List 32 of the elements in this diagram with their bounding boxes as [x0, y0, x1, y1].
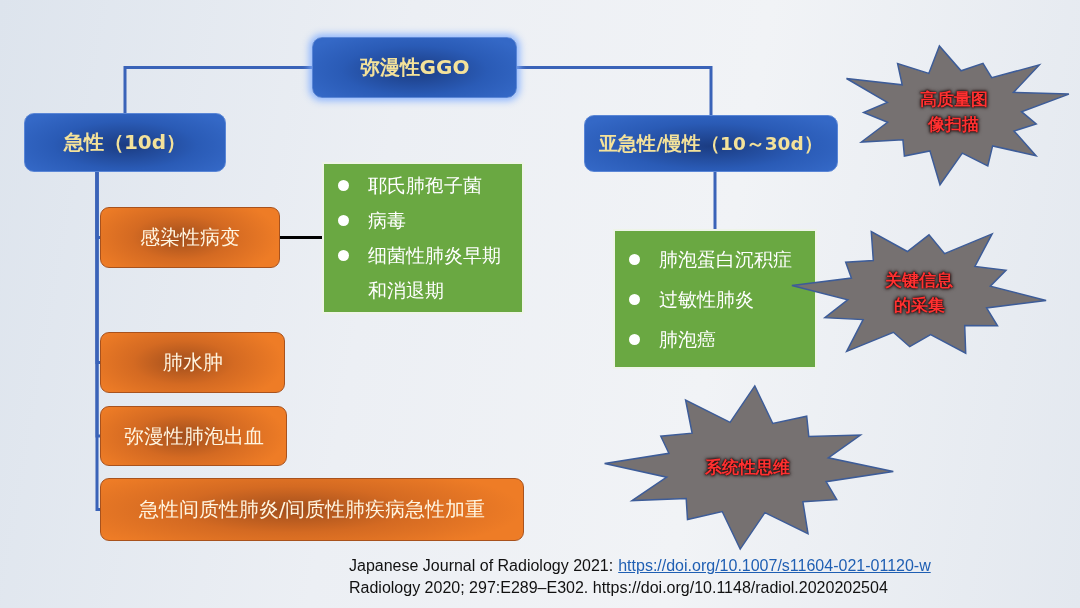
list-item: 细菌性肺炎早期和消退期 — [368, 243, 502, 303]
box-label: 急性间质性肺炎/间质性肺疾病急性加重 — [138, 496, 486, 523]
condition-box — [100, 207, 280, 268]
box-label: 肺水肿 — [162, 349, 223, 376]
list-item: 过敏性肺炎 — [659, 287, 754, 312]
connector-line — [280, 236, 322, 239]
box-label: 亚急性/慢性（10～30d） — [599, 132, 823, 156]
condition-box — [100, 406, 287, 466]
box-label: 感染性病变 — [140, 224, 240, 251]
list-item: 肺泡蛋白沉积症 — [659, 247, 792, 272]
list-box — [322, 162, 524, 314]
connector-line — [95, 172, 101, 511]
condition-box — [100, 478, 524, 541]
condition-box — [100, 332, 285, 393]
category-box — [584, 115, 838, 172]
reference-text: Japanese Journal of Radiology 2021: — [349, 557, 614, 575]
category-box — [312, 37, 517, 98]
reference-text: Radiology 2020; 297:E289–E302. https://doi.org/10.1148/radiol.2020202504 — [349, 579, 888, 597]
callout-text: 高质量图像扫描 — [918, 87, 989, 136]
list-item: 病毒 — [368, 208, 406, 233]
box-label: 弥漫性肺泡出血 — [123, 422, 264, 450]
connector-line — [517, 66, 713, 115]
list-box — [613, 229, 817, 369]
connector-line — [123, 66, 312, 113]
callout-text: 系统性思维 — [705, 455, 790, 479]
box-label: 急性（10d） — [63, 129, 187, 156]
box-label: 弥漫性GGO — [359, 54, 470, 81]
list-item: 肺泡癌 — [659, 327, 716, 352]
connector-line — [713, 172, 717, 229]
list-item: 耶氏肺孢子菌 — [368, 173, 482, 198]
callout-text: 关键信息的采集 — [884, 268, 954, 317]
category-box — [24, 113, 226, 172]
